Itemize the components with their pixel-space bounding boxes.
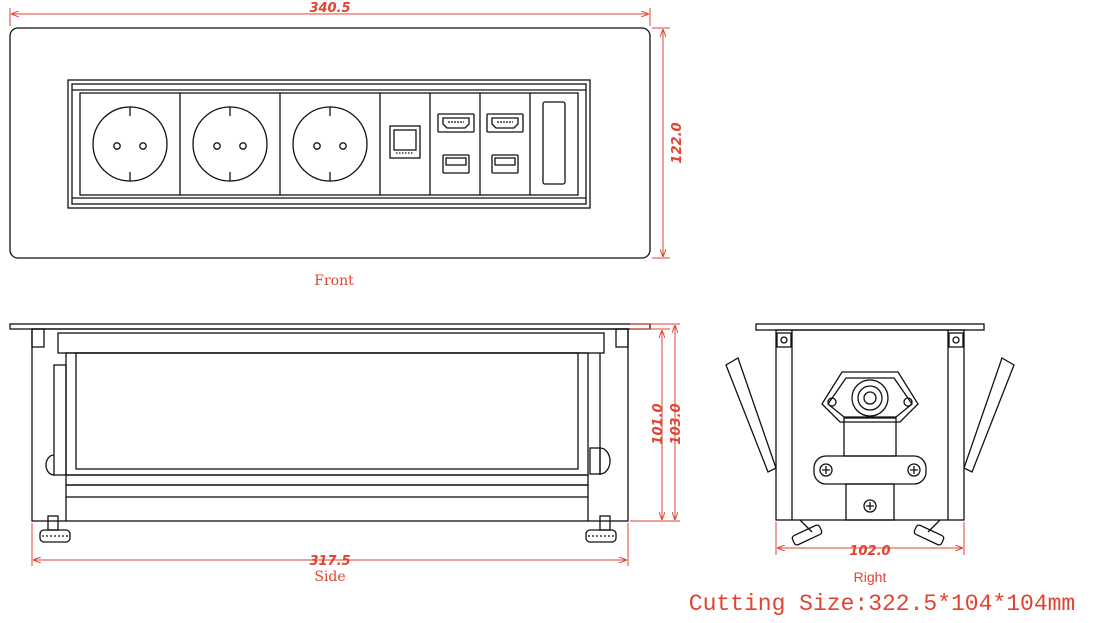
schuko-socket-1 [92,106,168,182]
side-label: Side [314,569,345,585]
mount-plate [813,455,927,485]
right-view: 102.0 Right [725,323,1015,585]
foot-left-icon [39,515,71,543]
right-width-dim: 102.0 [849,544,890,559]
side-height-dim-inner: 101.0 [651,403,666,444]
hdmi-port-1 [437,113,475,133]
front-faceplate [9,27,651,259]
hdmi-port-2 [486,113,524,133]
rj45-port-icon [389,125,421,159]
support-arm-right [963,357,1015,473]
front-height-dim: 122.0 [670,122,685,163]
side-view: 317.5 101.0 103.0 Side [9,323,684,585]
side-height-dim-outer: 103.0 [669,403,684,444]
right-flange [755,323,985,331]
right-box [775,329,965,521]
side-rail-top [57,332,605,354]
foot-right-icon [585,515,617,543]
side-rod-left [53,364,67,476]
front-width-dim: 340.5 [309,1,350,16]
side-inner-box [65,352,589,476]
module-strip [79,92,579,196]
front-label: Front [314,273,354,289]
side-length-dim: 317.5 [309,554,350,569]
front-frame [67,79,591,209]
right-label: Right [854,569,887,585]
front-view: 340.5 122.0 Front [9,1,685,289]
right-foot-right-icon [913,519,945,546]
schuko-socket-3 [292,106,368,182]
cutting-size-label: Cutting Size:322.5*104*104mm [689,591,1075,617]
side-box [31,328,629,522]
usb-port-1 [442,154,470,174]
blank-module [542,101,566,185]
schuko-socket-2 [192,106,268,182]
usb-port-2 [491,154,519,174]
hinge-bracket [821,371,919,423]
right-foot-left-icon [791,519,823,546]
support-arm-left [725,357,777,473]
side-flange [9,323,651,330]
